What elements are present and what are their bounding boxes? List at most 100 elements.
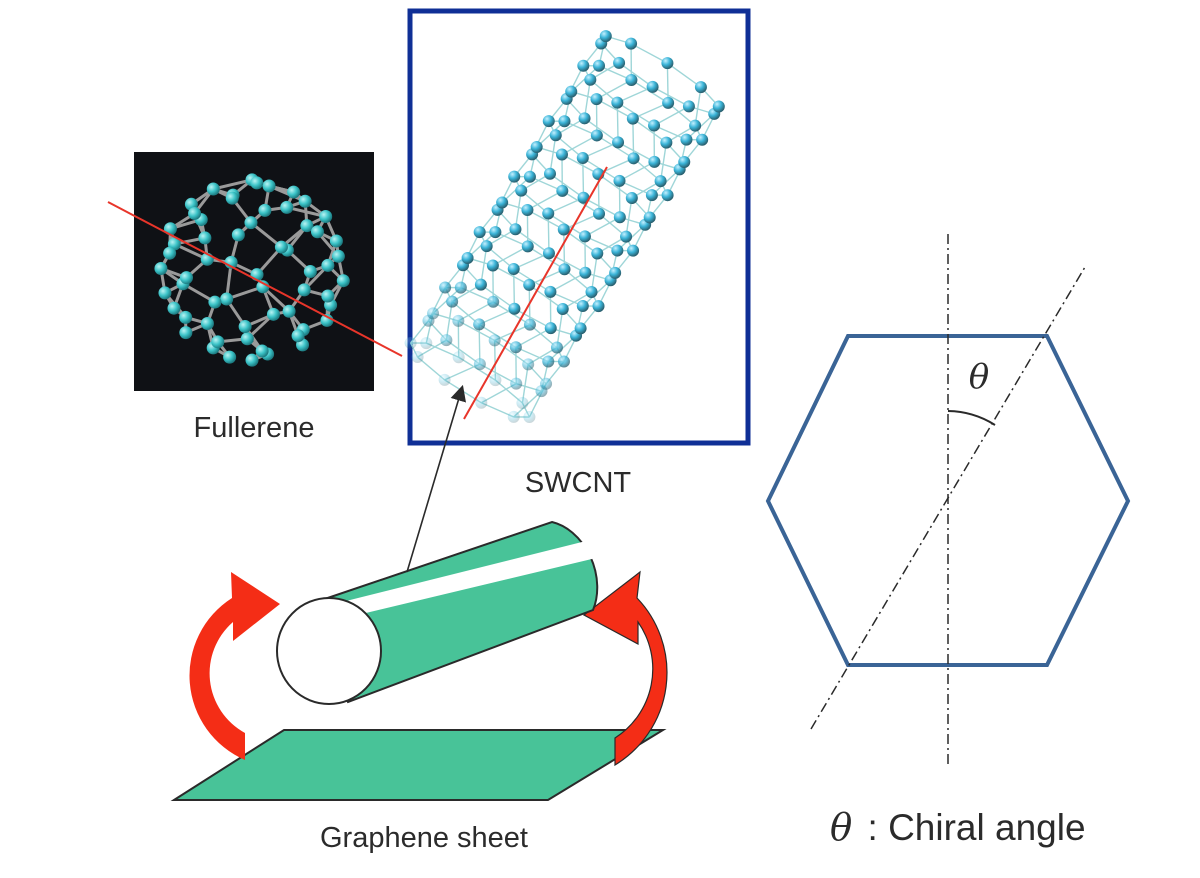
swcnt-bond: [597, 173, 633, 199]
swcnt-atom: [591, 247, 604, 260]
swcnt-bond: [583, 197, 621, 218]
swcnt-atom: [516, 396, 529, 409]
swcnt-atom: [662, 96, 675, 109]
cylinder-open-end: [276, 597, 382, 705]
swcnt-bond: [563, 229, 566, 270]
swcnt-bond: [515, 228, 550, 254]
fullerene-atom: [211, 335, 225, 349]
angle-arc: [947, 410, 996, 426]
swcnt-atom: [523, 411, 536, 424]
graphene-sheet: [170, 729, 667, 801]
swcnt-atom: [515, 184, 528, 197]
fullerene-atom: [329, 234, 343, 248]
swcnt-atom: [609, 266, 622, 279]
swcnt-bond: [632, 118, 635, 159]
swcnt-bond: [550, 272, 586, 293]
swcnt-atom: [508, 302, 521, 315]
fullerene-atom: [297, 283, 311, 297]
swcnt-atom: [555, 148, 568, 161]
cylinder-seam: [330, 540, 596, 618]
swcnt-label: SWCNT: [525, 467, 632, 499]
swcnt-bond: [549, 135, 557, 174]
swcnt-atom: [556, 184, 569, 197]
swcnt-atom: [507, 410, 520, 423]
swcnt-atom: [542, 247, 555, 260]
swcnt-frame: [407, 8, 751, 446]
swcnt-atom: [508, 170, 521, 183]
swcnt-bond: [582, 141, 619, 159]
swcnt-bond: [583, 79, 592, 119]
swcnt-atom: [590, 93, 603, 106]
chiral-vector-line: [810, 266, 1086, 730]
swcnt-atom: [487, 295, 500, 308]
fullerene-atom: [220, 292, 234, 306]
swcnt-atom: [577, 191, 590, 204]
fullerene-atom: [262, 179, 276, 193]
swcnt-atom: [593, 59, 606, 72]
swcnt-atom: [565, 85, 578, 98]
fullerene-atom: [231, 228, 245, 242]
swcnt-atom: [411, 351, 424, 364]
swcnt-atom: [507, 262, 520, 275]
swcnt-bond: [630, 43, 668, 64]
swcnt-atom: [646, 80, 659, 93]
fullerene-atom: [300, 219, 314, 233]
swcnt-atom: [521, 240, 534, 253]
swcnt-bond: [480, 383, 517, 404]
swcnt-bond: [653, 105, 690, 127]
swcnt-bond: [478, 324, 481, 365]
swcnt-atom: [613, 211, 626, 224]
swcnt-panel: SWCNT: [404, 8, 751, 499]
swcnt-atom: [576, 300, 589, 313]
swcnt-atom: [509, 341, 522, 354]
swcnt-bond: [444, 363, 481, 381]
swcnt-atom: [577, 59, 590, 72]
left-rolling-arrow: [189, 572, 280, 760]
swcnt-atom: [576, 152, 589, 165]
swcnt-atom: [611, 96, 624, 109]
swcnt-atom: [510, 377, 523, 390]
swcnt-atom: [712, 100, 725, 113]
swcnt-atom: [544, 285, 557, 298]
swcnt-bond: [480, 246, 488, 285]
swcnt-atom: [489, 226, 502, 239]
swcnt-atom: [556, 302, 569, 315]
swcnt-atom: [585, 286, 598, 299]
swcnt-bond: [625, 197, 633, 237]
swcnt-atom: [523, 278, 536, 291]
swcnt-bond: [513, 252, 550, 270]
swcnt-bond: [619, 161, 655, 182]
swcnt-bond: [514, 190, 522, 230]
swcnt-atom: [474, 278, 487, 291]
swcnt-atom: [574, 322, 587, 335]
swcnt-atom: [521, 203, 534, 216]
swcnt-atom: [648, 155, 661, 168]
fullerene-atom: [225, 191, 239, 205]
swcnt-bond: [652, 86, 690, 107]
swcnt-bond: [561, 153, 599, 175]
swcnt-bond: [666, 62, 702, 88]
chiral-angle-legend: θ : Chiral angle: [830, 806, 1086, 849]
fullerene-atom: [158, 286, 172, 300]
swcnt-atom: [578, 112, 591, 125]
swcnt-bond: [527, 190, 563, 211]
fullerene-atom: [163, 246, 177, 260]
swcnt-bond: [632, 118, 667, 144]
swcnt-bond: [512, 268, 516, 309]
fullerene-atom: [167, 301, 181, 315]
swcnt-atom: [544, 322, 557, 335]
fullerene-atom: [280, 200, 294, 214]
swcnt-bond: [548, 252, 586, 274]
swcnt-atom: [557, 223, 570, 236]
swcnt-atom: [420, 337, 433, 350]
swcnt-bond: [582, 158, 585, 198]
swcnt-bond: [458, 301, 494, 322]
swcnt-bond: [618, 62, 654, 88]
swcnt-atom: [654, 175, 667, 188]
swcnt-bond: [514, 308, 552, 329]
swcnt-atom: [540, 377, 553, 390]
swcnt-bond: [590, 253, 598, 293]
swcnt-bond: [479, 363, 517, 385]
swcnt-atom: [592, 300, 605, 313]
